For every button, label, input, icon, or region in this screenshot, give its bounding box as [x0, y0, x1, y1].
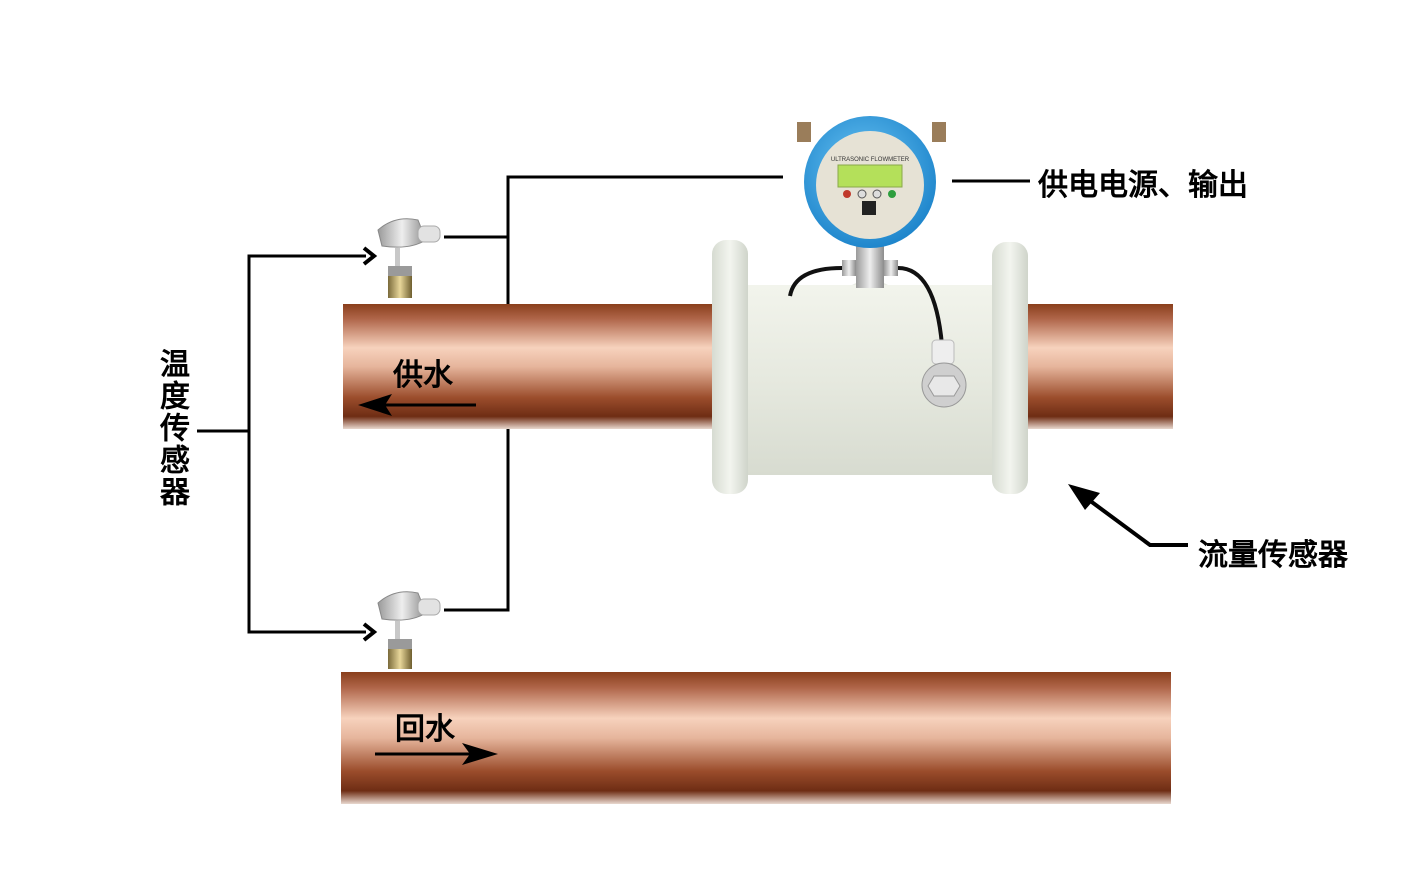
- return-pipe: [341, 672, 1171, 804]
- flow-sensor-label: 流量传感器: [1198, 538, 1348, 573]
- return-flow-arrow: [375, 743, 498, 765]
- power-output-label: 供电电源、输出: [1038, 168, 1248, 203]
- temperature-sensor-return: [377, 591, 441, 669]
- qr-code: [862, 201, 876, 215]
- flowmeter-transmitter: [797, 116, 946, 248]
- temperature-sensor-label: 温度传感器: [154, 348, 189, 508]
- return-water-label: 回水: [395, 712, 455, 747]
- lcd-display: [837, 164, 903, 188]
- arrowhead-supply-sensor: [362, 246, 378, 266]
- arrowhead-return-sensor: [362, 622, 378, 642]
- wiring: [197, 175, 1030, 634]
- supply-flow-arrow: [358, 394, 476, 416]
- temperature-sensor-supply: [377, 218, 441, 298]
- flow-sensor-pointer: [1068, 484, 1188, 547]
- meter-face-label: ULTRASONIC FLOWMETER: [831, 157, 910, 163]
- supply-water-label: 供水: [393, 358, 453, 393]
- flow-sensor-body: [712, 240, 1028, 494]
